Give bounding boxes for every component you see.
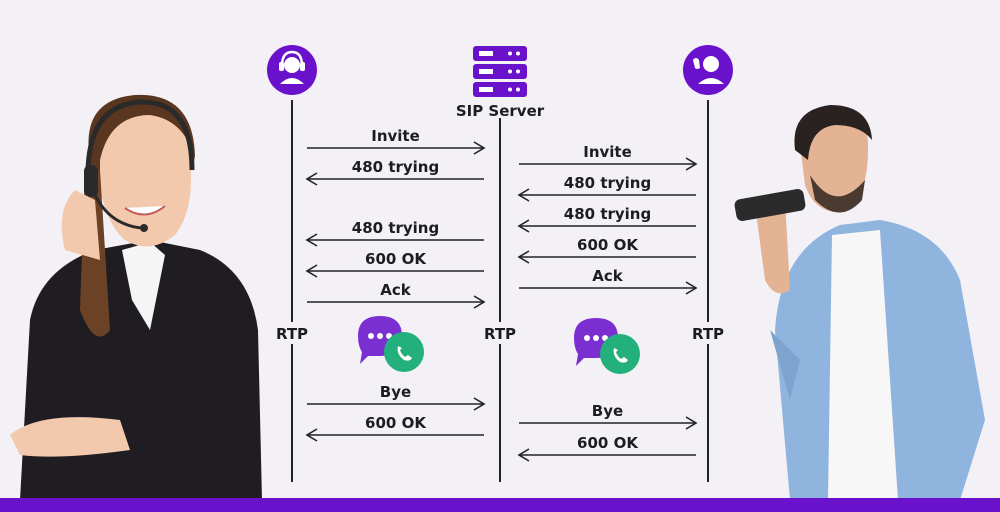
rtp-label-server: RTP — [484, 325, 516, 343]
agent-headset-icon — [267, 45, 317, 95]
message-label: Ack — [380, 281, 412, 299]
agent-person-illustration — [10, 95, 262, 500]
agent-server-message-5: Bye — [307, 383, 484, 410]
message-label: 600 OK — [577, 434, 639, 452]
agent-server-message-1: 480 trying — [307, 158, 484, 185]
agent-server-message-3: 600 OK — [307, 250, 484, 277]
message-label: Ack — [592, 267, 624, 285]
agent-server-message-4: Ack — [307, 281, 484, 308]
message-label: 480 trying — [352, 158, 439, 176]
message-label: Invite — [371, 127, 420, 145]
message-label: 480 trying — [352, 219, 439, 237]
rtp-label-caller: RTP — [692, 325, 724, 343]
message-label: Bye — [592, 402, 623, 420]
server-caller-message-1: 480 trying — [519, 174, 696, 201]
server-caller-message-3: 600 OK — [519, 236, 696, 263]
message-label: 600 OK — [577, 236, 639, 254]
agent-server-message-6: 600 OK — [307, 414, 484, 441]
message-label: 600 OK — [365, 414, 427, 432]
caller-phone-icon — [683, 45, 733, 95]
chat-call-icon — [574, 318, 640, 374]
server-caller-message-4: Ack — [519, 267, 696, 294]
message-label: 600 OK — [365, 250, 427, 268]
agent-server-message-0: Invite — [307, 127, 484, 154]
rtp-label-agent: RTP — [276, 325, 308, 343]
caller-person-illustration — [734, 105, 985, 500]
message-label: 480 trying — [564, 174, 651, 192]
agent-server-message-2: 480 trying — [307, 219, 484, 246]
server-caller-message-6: 600 OK — [519, 434, 696, 461]
server-caller-message-0: Invite — [519, 143, 696, 170]
message-label: Invite — [583, 143, 632, 161]
chat-call-icon — [358, 316, 424, 372]
server-label: SIP Server — [456, 102, 545, 120]
bottom-accent-bar — [0, 498, 1000, 512]
server-stack-icon — [473, 46, 527, 97]
message-label: Bye — [380, 383, 411, 401]
message-label: 480 trying — [564, 205, 651, 223]
server-caller-message-5: Bye — [519, 402, 696, 429]
server-caller-message-2: 480 trying — [519, 205, 696, 232]
